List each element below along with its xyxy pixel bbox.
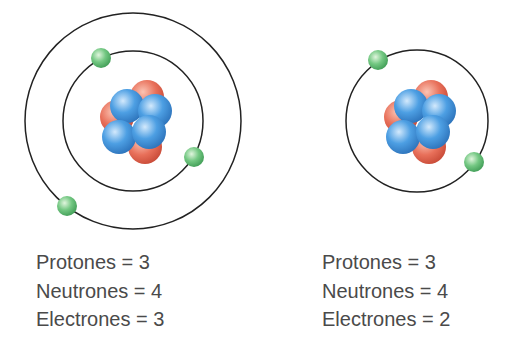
electron bbox=[464, 152, 484, 172]
electron bbox=[91, 48, 111, 68]
particle-count-label: Electrones = 3 bbox=[36, 307, 164, 331]
electron bbox=[184, 147, 204, 167]
neutron bbox=[102, 120, 136, 154]
particle-count-label: Electrones = 2 bbox=[322, 307, 450, 331]
particle-count-label: Protones = 3 bbox=[36, 250, 150, 274]
inner-orbit bbox=[346, 50, 488, 192]
particle-count-label: Neutrones = 4 bbox=[36, 279, 162, 303]
neutron bbox=[416, 115, 450, 149]
neutron bbox=[386, 120, 420, 154]
particle-count-label: Protones = 3 bbox=[322, 250, 436, 274]
neutron bbox=[132, 115, 166, 149]
particle-count-label: Neutrones = 4 bbox=[322, 279, 448, 303]
electron bbox=[368, 50, 388, 70]
outer-orbit bbox=[25, 13, 241, 229]
electron bbox=[57, 196, 77, 216]
inner-orbit bbox=[63, 51, 203, 191]
